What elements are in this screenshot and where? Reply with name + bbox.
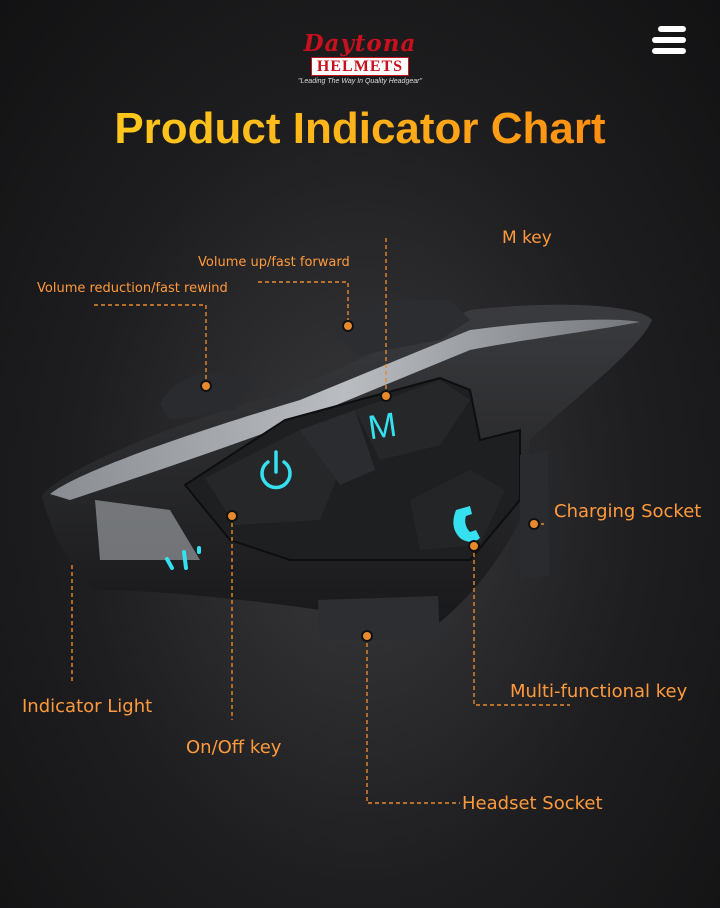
logo-block-text: HELMETS (310, 57, 410, 76)
phone-icon (453, 506, 480, 542)
charging-socket-label: Charging Socket (554, 501, 702, 522)
volume-up-label: Volume up/fast forward (198, 255, 350, 270)
page-title: Product Indicator Chart (0, 104, 720, 154)
multi-functional-key-label: Multi-functional key (510, 681, 688, 702)
m-key-icon: M (366, 406, 399, 448)
hamburger-menu-icon[interactable] (652, 26, 688, 54)
menu-bar (658, 26, 686, 32)
headset-socket-label: Headset Socket (462, 793, 603, 814)
on-off-key-label: On/Off key (186, 737, 282, 758)
menu-bar (652, 37, 686, 43)
daytona-helmets-logo[interactable]: Daytona HELMETS "Leading The Way In Qual… (280, 30, 440, 86)
indicator-light-icon (165, 546, 201, 570)
indicator-light-label: Indicator Light (22, 696, 153, 717)
power-icon (260, 450, 292, 490)
menu-bar (652, 48, 686, 54)
logo-script: Daytona (303, 30, 417, 57)
m-key-label: M key (502, 228, 552, 248)
volume-down-label: Volume reduction/fast rewind (37, 281, 228, 296)
logo-tagline: "Leading The Way In Quality Headgear" (298, 78, 422, 85)
